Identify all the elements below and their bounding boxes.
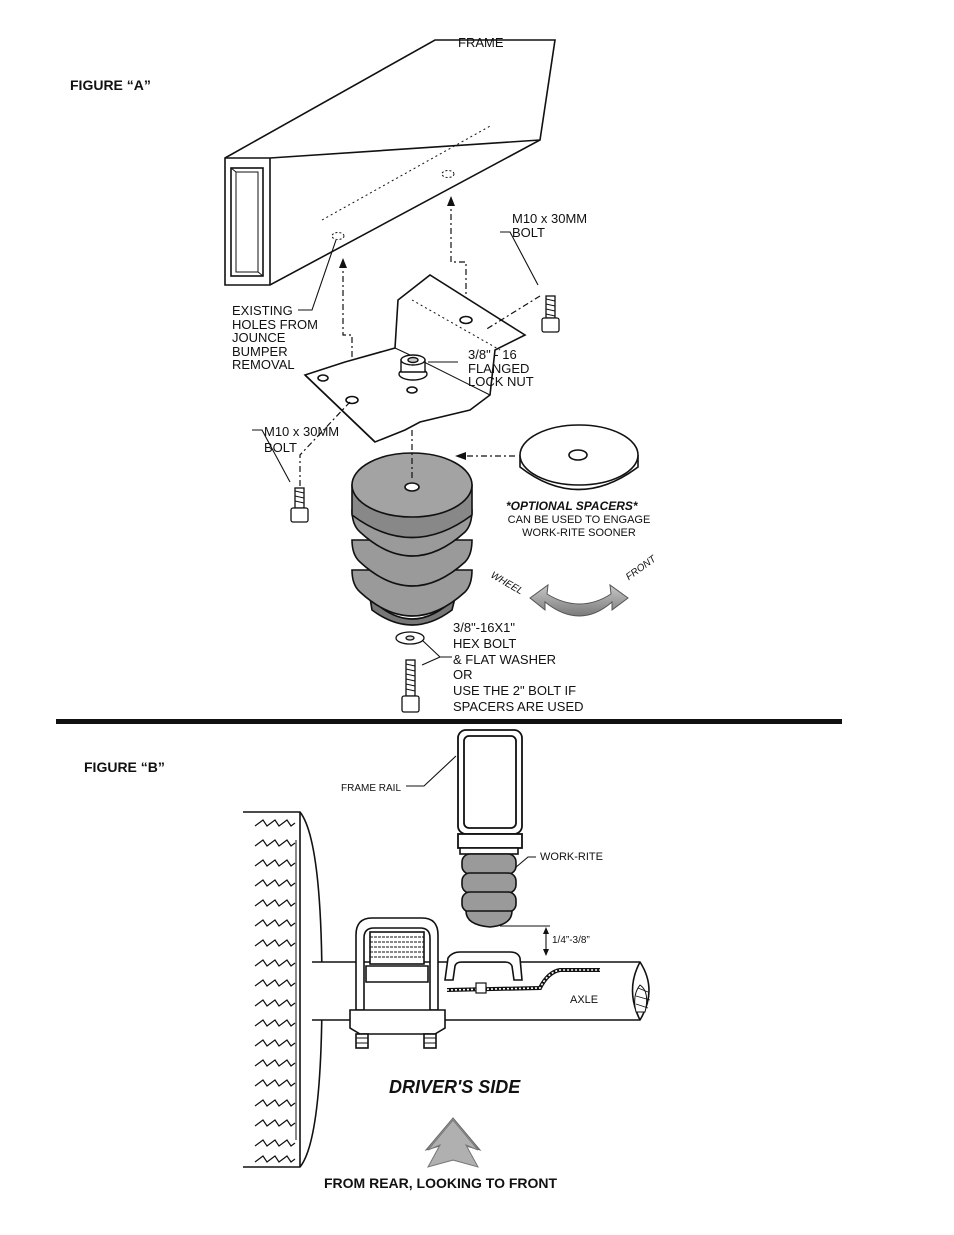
drivers-side-arrow-body: [426, 1119, 480, 1168]
top-bolt-label: M10 x 30MM BOLT: [512, 211, 588, 240]
left-bolt-guide: [299, 401, 351, 486]
frame-rail: [457, 729, 523, 849]
leader-work-rite: [514, 856, 536, 869]
work-rite-label: WORK-RITE: [540, 851, 603, 863]
bottom-hex-bolt: [401, 659, 420, 713]
work-rite-side: [459, 847, 519, 928]
u-bolt-clamp: [349, 917, 446, 1049]
flanged-lock-nut: [398, 354, 428, 381]
up-arrow-head-2: [447, 196, 455, 206]
lock-nut-label: 3/8" - 16 FLANGED LOCK NUT: [468, 347, 534, 389]
leader-left-bolt: [252, 429, 291, 483]
figure-b-title: FIGURE “B”: [84, 759, 165, 775]
frame-rail-label: FRAME RAIL: [341, 783, 402, 794]
optional-spacers-title: *OPTIONAL SPACERS*: [506, 499, 638, 513]
gap-arrow-bottom: [543, 949, 549, 956]
axle-spring-line-inner: [446, 969, 600, 991]
gap-arrow-top: [543, 927, 549, 934]
left-bolt: [290, 487, 309, 523]
gap-dimension: [500, 925, 550, 954]
drivers-side-label: DRIVER'S SIDE: [389, 1077, 521, 1097]
frame-beam: [224, 39, 556, 286]
existing-holes-label: EXISTING HOLES FROM JOUNCE BUMPER REMOVA…: [232, 303, 318, 372]
figure-divider: [56, 719, 842, 724]
hex-bolt-label: 3/8"-16X1" HEX BOLT & FLAT WASHER OR USE…: [453, 620, 584, 714]
figure-a-title: FIGURE “A”: [70, 77, 151, 93]
up-arrow-head-1: [339, 258, 347, 268]
gap-label: 1/4”-3/8”: [552, 935, 590, 946]
bottom-washer: [395, 631, 425, 645]
spacer-arrow-head: [455, 452, 466, 460]
spring-clip: [475, 982, 487, 994]
optional-spacers-text: CAN BE USED TO ENGAGE WORK-RITE SOONER: [507, 514, 651, 539]
leader-frame-rail: [406, 755, 457, 787]
leader-hex-bolt: [421, 639, 452, 666]
frame-label: FRAME: [458, 35, 504, 50]
view-direction-label: FROM REAR, LOOKING TO FRONT: [324, 1175, 558, 1191]
top-bolt: [541, 295, 560, 333]
orientation-arrow: [529, 583, 629, 617]
left-bolt-label: M10 x 30MM BOLT: [264, 424, 340, 455]
leader-existing-holes: [298, 239, 337, 311]
leader-top-bolt: [500, 231, 539, 286]
axle-pad: [444, 951, 523, 981]
top-bolt-guide: [484, 295, 541, 331]
tire: [243, 811, 323, 1168]
work-rite-bumper: [351, 452, 473, 626]
axle-label: AXLE: [570, 994, 599, 1006]
optional-spacer: [519, 424, 639, 491]
